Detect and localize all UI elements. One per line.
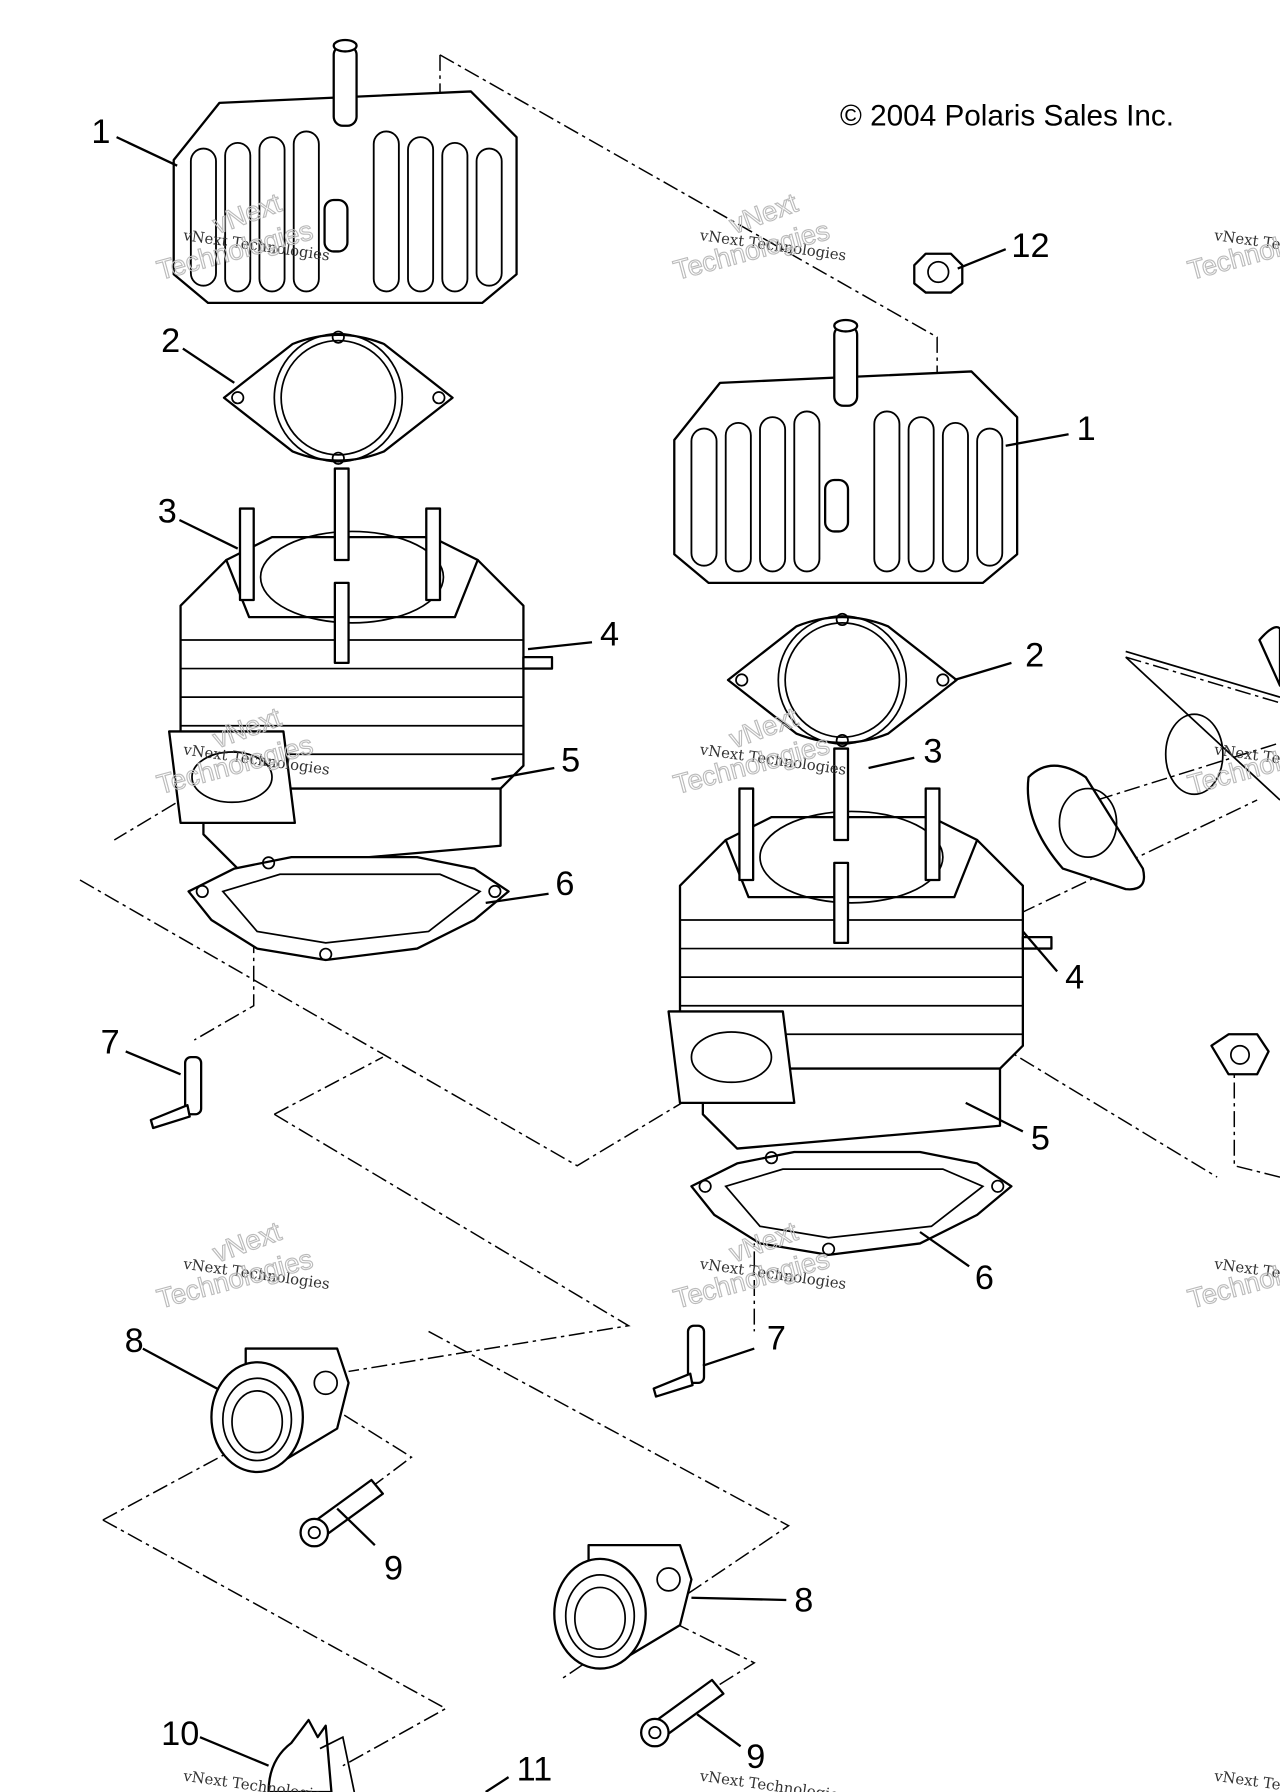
callout-7: 7 — [767, 1320, 786, 1358]
watermark: vNext Technologies Technologies — [1184, 728, 1280, 800]
callouts-right: 12 1 2 3 4 5 6 7 8 9 — [746, 227, 1095, 1776]
callout-8: 8 — [794, 1581, 813, 1619]
callout-9: 9 — [384, 1549, 403, 1587]
intake-flange-left — [210, 1347, 350, 1474]
callout-7: 7 — [101, 1024, 120, 1062]
base-gasket-left — [187, 856, 510, 962]
svg-text:Technologies: Technologies — [1184, 214, 1280, 285]
callout-10: 10 — [161, 1715, 199, 1753]
callouts-left: 1 2 3 4 5 6 7 8 9 10 11 — [91, 113, 619, 1789]
bolt-right — [640, 1678, 725, 1748]
clamp — [267, 1718, 356, 1792]
callout-6: 6 — [555, 865, 574, 903]
cylinder-left — [167, 467, 554, 870]
cylinder-head-right — [673, 318, 1019, 584]
cylinder-right — [667, 747, 1053, 1150]
nut-12 — [913, 252, 964, 294]
callout-3: 3 — [158, 492, 177, 530]
callout-1: 1 — [1077, 410, 1096, 448]
fitting-left — [149, 1055, 203, 1130]
callout-2: 2 — [1025, 636, 1044, 674]
exhaust-manifold-partial — [1125, 626, 1280, 801]
head-gasket-left — [222, 330, 454, 466]
fitting-right — [652, 1324, 706, 1398]
callout-2: 2 — [161, 322, 180, 360]
leader-lines — [116, 136, 1069, 1792]
watermark: vNext Technologies — [698, 1767, 848, 1792]
callout-12: 12 — [1011, 227, 1049, 265]
callout-5: 5 — [1031, 1120, 1050, 1158]
svg-text:vNext Technologies: vNext Technologies — [1212, 1767, 1280, 1792]
callout-8: 8 — [125, 1322, 144, 1360]
callout-5: 5 — [561, 741, 580, 779]
exhaust-gasket — [1026, 764, 1146, 891]
nut-right-edge — [1210, 1033, 1270, 1076]
svg-text:vNext Technologies: vNext Technologies — [698, 1767, 848, 1792]
copyright-text: © 2004 Polaris Sales Inc. — [840, 100, 1174, 133]
callout-4: 4 — [1065, 959, 1084, 997]
watermark: vNext Technologies Technologies — [1184, 1242, 1280, 1314]
svg-text:Technologies: Technologies — [1184, 729, 1280, 800]
watermark: vNext Technologies — [1212, 1767, 1280, 1792]
callout-1: 1 — [91, 113, 110, 151]
svg-text:Technologies: Technologies — [1184, 1243, 1280, 1314]
callout-11: 11 — [517, 1751, 553, 1789]
callout-3: 3 — [923, 732, 942, 770]
watermark: vNext vNext Technologies Technologies — [153, 1215, 331, 1315]
callout-4: 4 — [600, 616, 619, 654]
callout-9: 9 — [746, 1738, 765, 1776]
watermark: vNext Technologies Technologies — [1184, 214, 1280, 286]
intake-flange-right — [553, 1543, 693, 1670]
callout-6: 6 — [975, 1259, 994, 1297]
